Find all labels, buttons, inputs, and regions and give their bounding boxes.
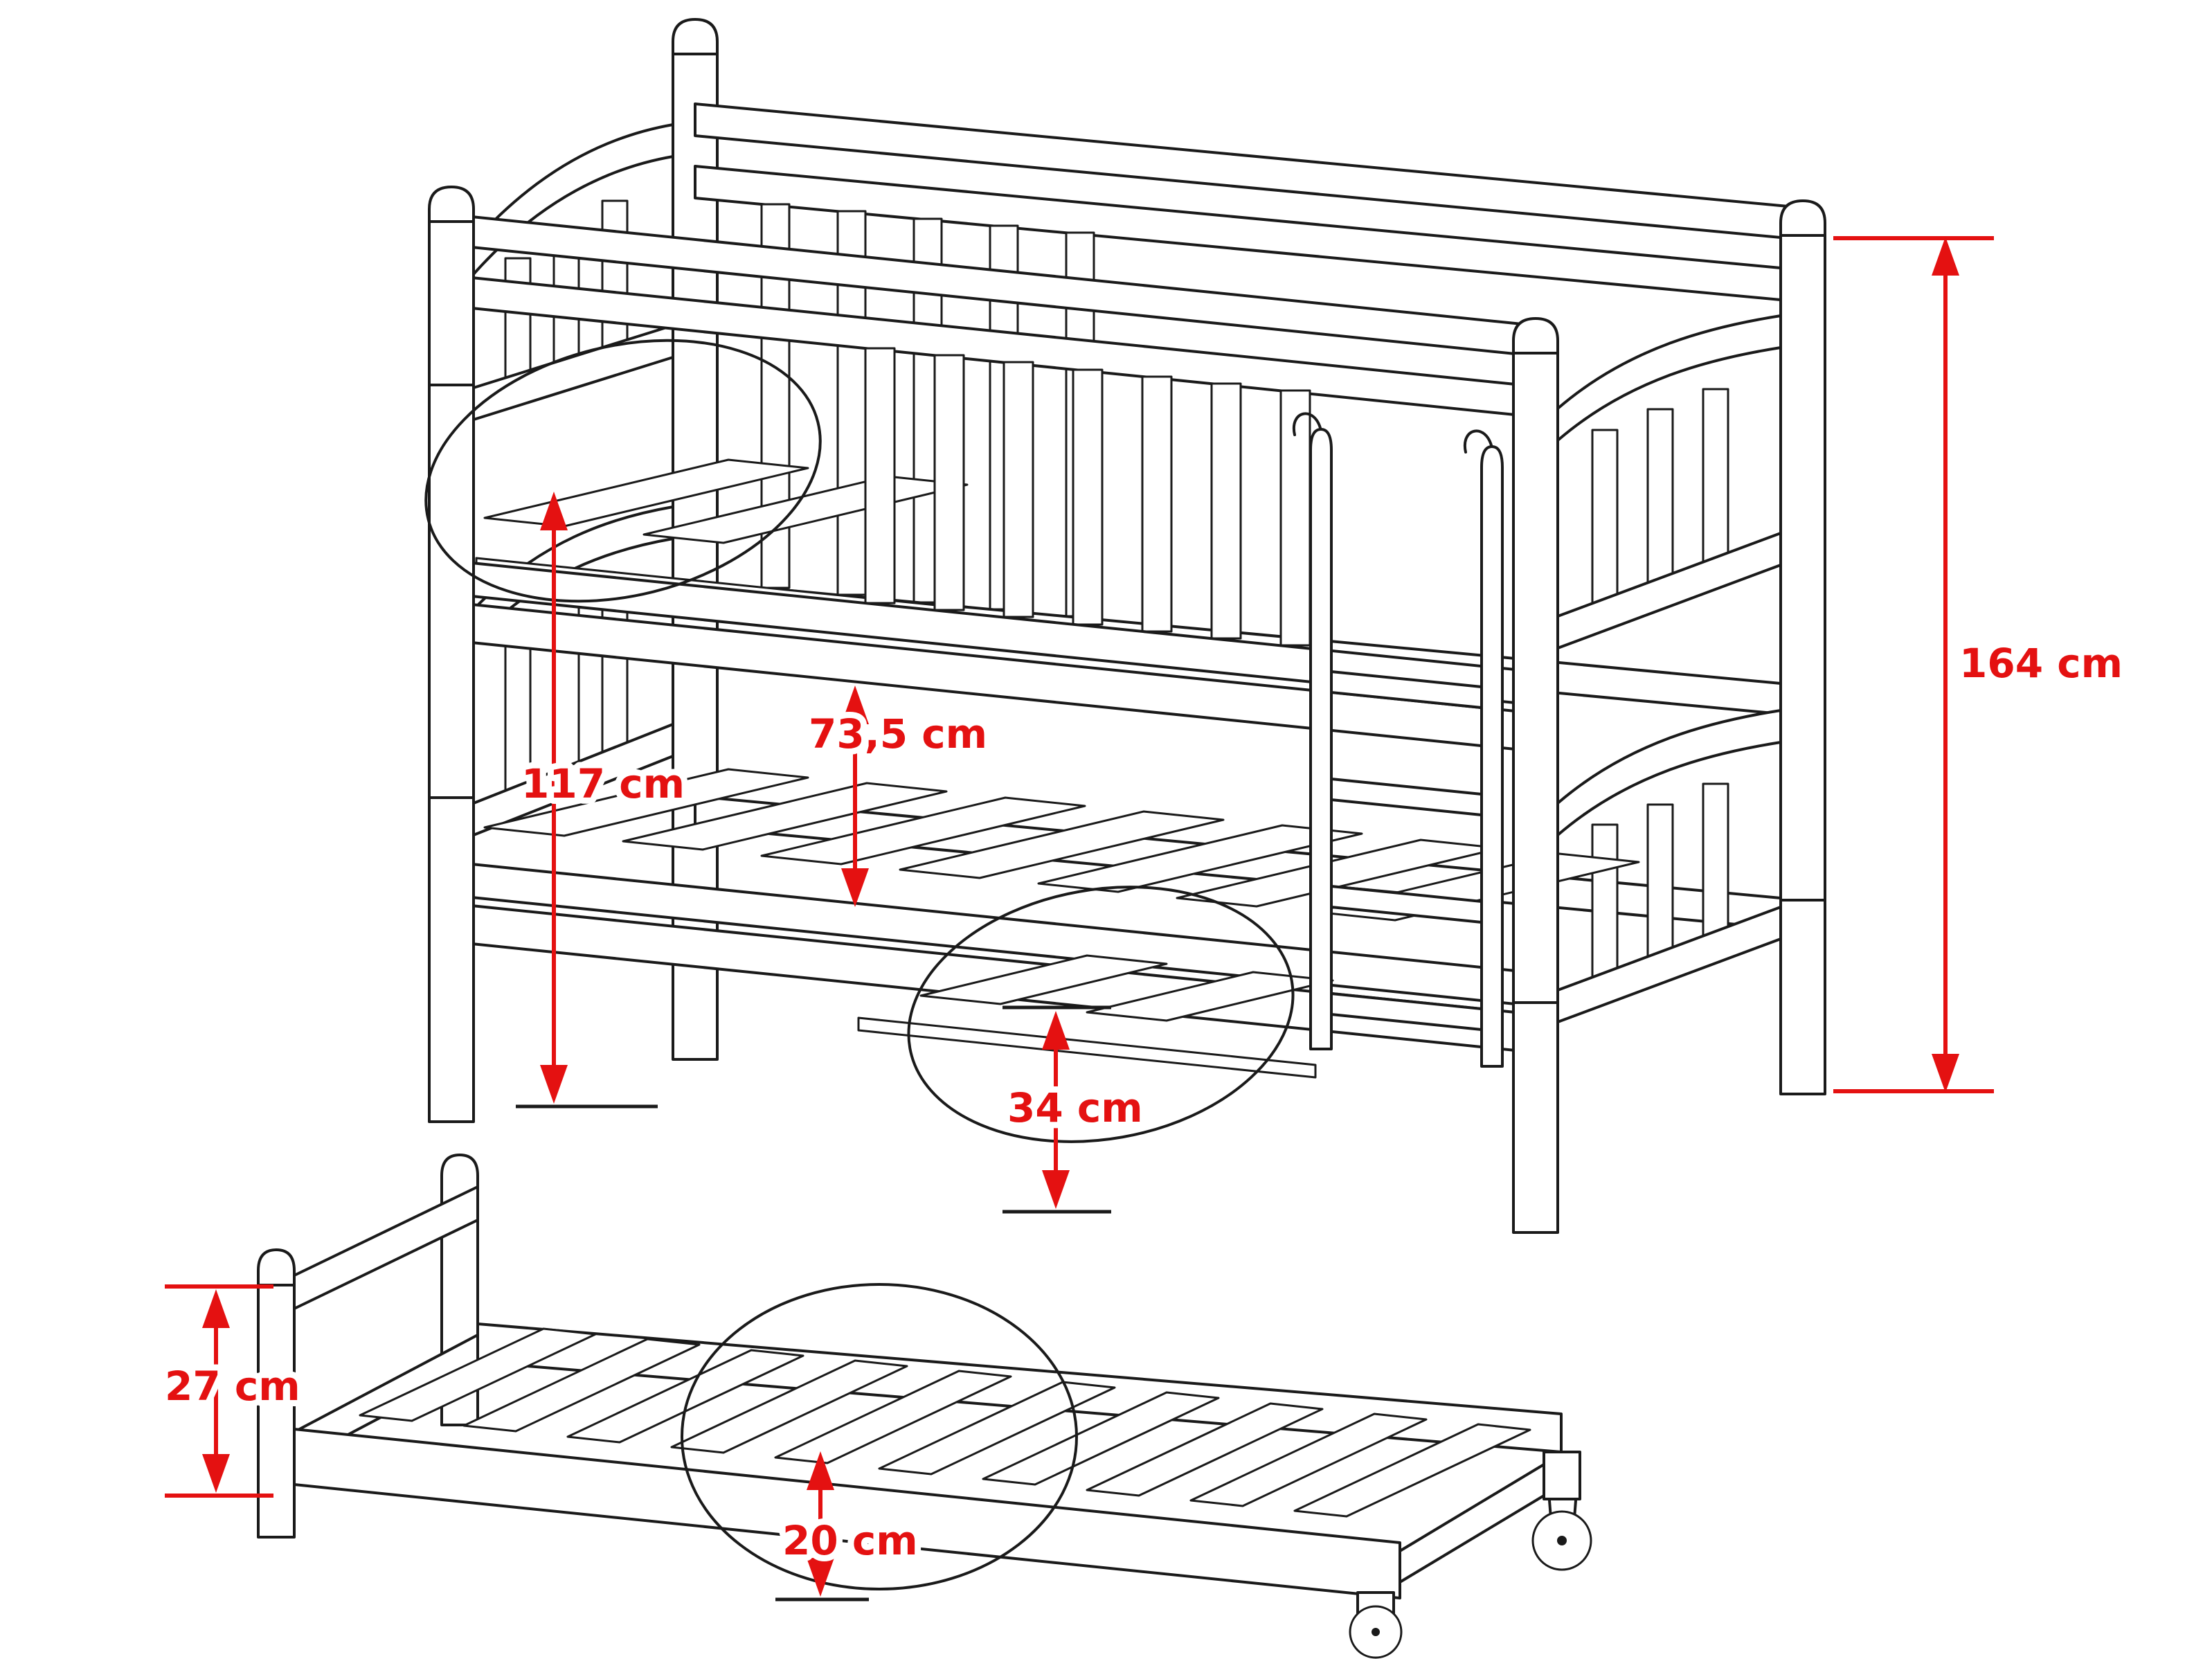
trundle-rear-right-leg [1543,1451,1581,1500]
ladder [1292,412,1504,1068]
bunk-bed-drawing [428,18,1826,1234]
dimension-annotations: 164 cm 117 cm 73,5 cm 34 cm [159,236,2129,1602]
caster-axle [1557,1536,1567,1545]
dim-label-upper-platform: 117 cm [521,760,685,807]
ladder-rung [1330,670,1483,709]
lower-footboard [1556,709,1782,1023]
front-left-post [428,186,475,1123]
lower-slat-callout-circle [907,886,1295,1143]
dim-upper-platform-height: 117 cm [515,492,691,1109]
dim-total-height: 164 cm [1833,236,2129,1093]
upper-headboard [472,123,674,421]
dim-label-lower-platform: 34 cm [1007,1084,1143,1131]
dim-label-total-height: 164 cm [1959,640,2123,687]
dim-lower-platform-height: 34 cm [1001,1005,1149,1214]
ladder-left-rail [1309,428,1333,1050]
trundle-bed-drawing [257,1154,1592,1659]
front-guard-slats [864,347,1311,647]
dim-label-trundle-platform: 20 cm [782,1517,918,1564]
ladder-rung [1330,992,1483,1031]
upper-slat-callout-circle [424,339,822,603]
upper-footboard [1556,314,1782,649]
dim-trundle-frame-height: 27 cm [159,1284,307,1498]
trundle-casters [1349,1451,1592,1659]
caster-axle [1372,1628,1380,1636]
dim-trundle-platform-height: 20 cm [775,1451,924,1602]
front-right-post [1512,317,1559,1234]
trundle-slats [359,1327,1531,1518]
dim-label-trundle-frame: 27 cm [165,1363,300,1410]
lower-headboard [472,505,674,836]
trundle-slat-callout-circle [681,1283,1078,1590]
rear-right-post [1779,199,1826,1095]
ladder-rung [1330,778,1483,816]
ladder-right-rail [1480,445,1504,1068]
ladder-rung [1330,885,1483,924]
trundle-front-left-post [257,1248,296,1539]
lower-slat-detail [857,954,1334,1079]
detail-callout-circles [424,339,1295,1590]
dim-clearance: 73,5 cm [802,685,993,907]
dim-label-clearance: 73,5 cm [809,710,987,757]
